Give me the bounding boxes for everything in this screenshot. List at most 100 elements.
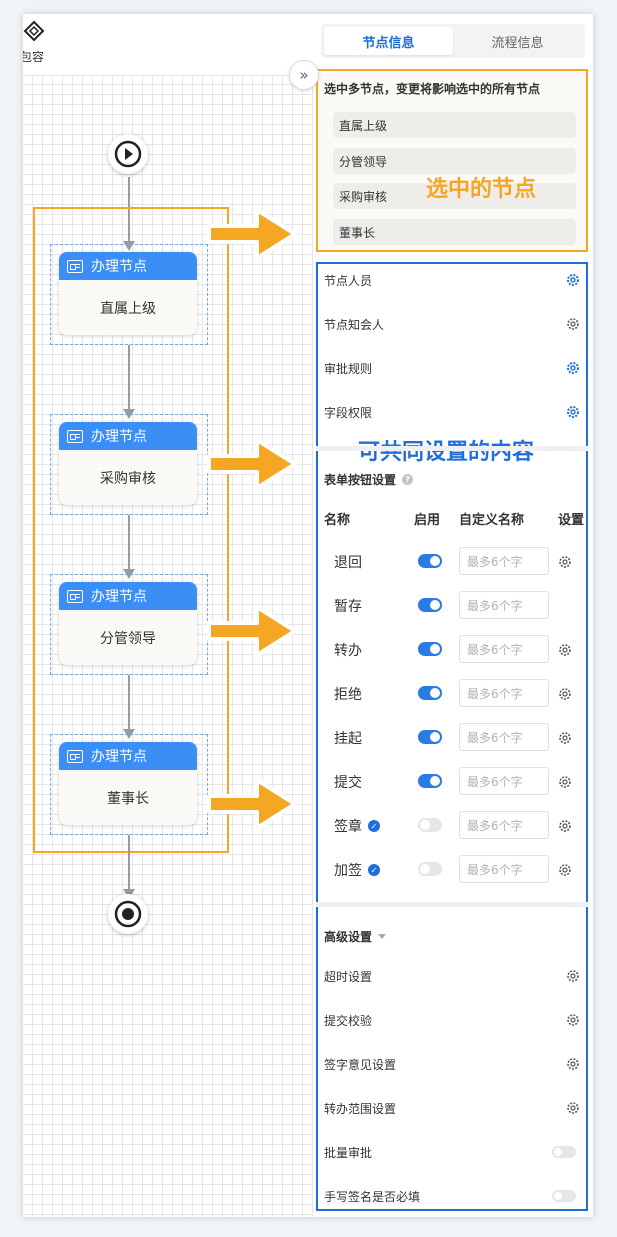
custom-name-input[interactable]: 最多6个字	[459, 855, 549, 883]
task-node[interactable]: 办理节点 分管领导	[59, 582, 197, 665]
custom-name-input[interactable]: 最多6个字	[459, 811, 549, 839]
selected-nodes-section: 选中多节点，变更将影响选中的所有节点 直属上级 分管领导 采购审核 董事长 选中…	[316, 69, 588, 252]
start-node[interactable]	[108, 134, 148, 174]
edge	[128, 177, 130, 245]
diamond-icon[interactable]	[23, 20, 45, 42]
button-name-cell: 提交	[334, 772, 362, 792]
setting-label: 节点知会人	[324, 317, 385, 332]
gear-icon[interactable]	[558, 555, 572, 569]
common-annotation: 可共同设置的内容	[358, 440, 535, 465]
advanced-setting-row[interactable]: 签字意见设置	[324, 1054, 580, 1074]
button-name-cell: 挂起	[334, 728, 362, 748]
button-name: 转办	[334, 643, 362, 659]
custom-name-input[interactable]: 最多6个字	[459, 767, 549, 795]
task-node[interactable]: 办理节点 董事长	[59, 742, 197, 825]
node-header: 办理节点	[91, 429, 147, 445]
form-icon	[67, 429, 83, 443]
enable-switch[interactable]	[418, 686, 442, 700]
gear-icon[interactable]	[566, 1101, 580, 1115]
advanced-setting-row[interactable]: 转办范围设置	[324, 1098, 580, 1118]
stop-icon	[114, 900, 142, 928]
enable-switch[interactable]	[418, 862, 442, 876]
toolbar-label: 包容	[23, 50, 45, 64]
custom-name-input[interactable]: 最多6个字	[459, 679, 549, 707]
tab-flow-info[interactable]: 流程信息	[491, 35, 544, 51]
toggle-switch[interactable]	[552, 1190, 576, 1202]
form-icon	[67, 259, 83, 273]
gear-icon[interactable]	[566, 1013, 580, 1027]
gear-icon[interactable]	[566, 405, 580, 419]
selection-annotation: 选中的节点	[426, 177, 537, 202]
setting-node-notify[interactable]: 节点知会人	[324, 314, 580, 334]
properties-panel: 节点信息 流程信息 选中多节点，变更将影响选中的所有节点 直属上级 分管领导 采…	[313, 14, 593, 1217]
gear-icon[interactable]	[558, 863, 572, 877]
flow-canvas[interactable]: 办理节点 直属上级 办理节点 采购审核 办理节点 分管领导 办理节点 董事长	[23, 76, 313, 1217]
form-icon	[67, 749, 83, 763]
form-button-row: 拒绝 最多6个字	[318, 678, 586, 708]
button-name-cell: 拒绝	[334, 684, 362, 704]
toggle-switch[interactable]	[552, 1146, 576, 1158]
task-node[interactable]: 办理节点 采购审核	[59, 422, 197, 505]
form-button-row: 转办 最多6个字	[318, 634, 586, 664]
col-custom-name: 自定义名称	[459, 513, 525, 528]
advanced-setting-row[interactable]: 超时设置	[324, 966, 580, 986]
node-name: 直属上级	[100, 300, 156, 317]
advanced-title[interactable]: 高级设置	[324, 928, 387, 945]
edge	[128, 515, 130, 571]
custom-name-input[interactable]: 最多6个字	[459, 635, 549, 663]
form-button-row: 退回 最多6个字	[318, 546, 586, 576]
custom-name-input[interactable]: 最多6个字	[459, 591, 549, 619]
double-chevron-right-icon: »	[299, 66, 309, 84]
button-name: 拒绝	[334, 687, 362, 703]
selected-node-item[interactable]: 采购审核	[333, 183, 576, 209]
gear-icon[interactable]	[566, 1057, 580, 1071]
gear-icon[interactable]	[558, 687, 572, 701]
enable-switch[interactable]	[418, 642, 442, 656]
form-button-row: 签章✓最多6个字	[318, 810, 586, 840]
setting-field-permission[interactable]: 字段权限	[324, 402, 580, 422]
gear-icon[interactable]	[558, 731, 572, 745]
divider	[316, 902, 588, 907]
annotation-arrow	[207, 605, 297, 657]
advanced-setting-row[interactable]: 批量审批	[324, 1142, 580, 1162]
task-node[interactable]: 办理节点 直属上级	[59, 252, 197, 335]
gear-icon[interactable]	[558, 775, 572, 789]
gear-icon[interactable]	[566, 317, 580, 331]
selected-node-item[interactable]: 直属上级	[333, 112, 576, 138]
advanced-setting-row[interactable]: 提交校验	[324, 1010, 580, 1030]
advanced-setting-row[interactable]: 手写签名是否必填	[324, 1186, 580, 1206]
end-node[interactable]	[108, 894, 148, 934]
form-button-row: 挂起 最多6个字	[318, 722, 586, 752]
button-name: 暂存	[334, 599, 362, 615]
custom-name-input[interactable]: 最多6个字	[459, 723, 549, 751]
button-name: 退回	[334, 555, 362, 571]
annotation-arrow	[207, 438, 297, 490]
enable-switch[interactable]	[418, 818, 442, 832]
panel-tabs: 节点信息 流程信息	[321, 24, 585, 58]
gear-icon[interactable]	[558, 819, 572, 833]
enable-switch[interactable]	[418, 730, 442, 744]
gear-icon[interactable]	[558, 643, 572, 657]
tab-node-info[interactable]: 节点信息	[324, 27, 453, 55]
setting-label: 超时设置	[324, 969, 373, 984]
help-icon[interactable]: ?	[402, 474, 414, 485]
collapse-panel-button[interactable]: »	[289, 60, 319, 90]
selected-node-item[interactable]: 分管领导	[333, 148, 576, 174]
check-badge-icon: ✓	[368, 864, 380, 876]
node-header: 办理节点	[91, 589, 147, 605]
enable-switch[interactable]	[418, 554, 442, 568]
enable-switch[interactable]	[418, 774, 442, 788]
workflow-editor: 包容 办理节点 直属上级 办理节点 采购审核	[23, 14, 593, 1217]
section-title-text: 表单按钮设置	[324, 473, 397, 487]
custom-name-input[interactable]: 最多6个字	[459, 547, 549, 575]
selected-node-item[interactable]: 董事长	[333, 219, 576, 245]
gear-icon[interactable]	[566, 361, 580, 375]
gear-icon[interactable]	[566, 969, 580, 983]
gear-icon[interactable]	[566, 273, 580, 287]
selection-highlight	[33, 207, 229, 853]
caret-down-icon	[378, 934, 387, 939]
setting-approval-rule[interactable]: 审批规则	[324, 358, 580, 378]
toolbar: 包容	[23, 14, 313, 76]
enable-switch[interactable]	[418, 598, 442, 612]
setting-node-members[interactable]: 节点人员	[324, 270, 580, 290]
